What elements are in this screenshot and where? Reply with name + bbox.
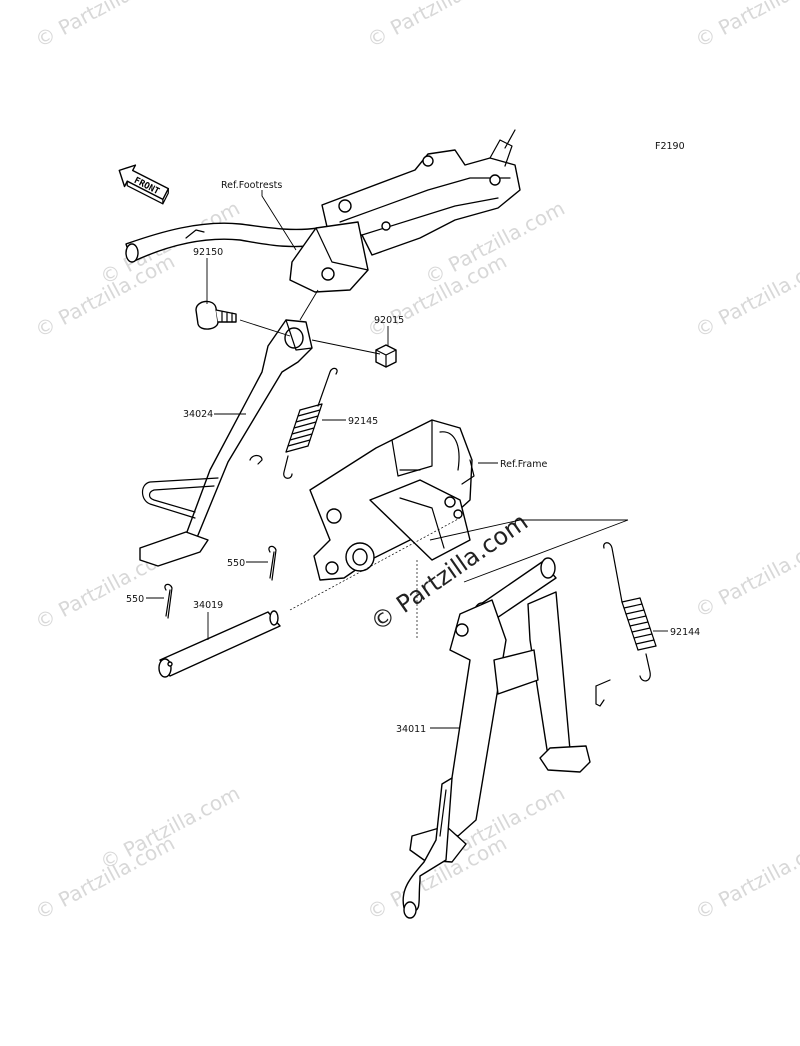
watermark: © Partzilla.com [31,831,179,925]
main-stand-34011 [402,557,611,919]
label-34011: 34011 [396,724,426,735]
part-labels: Ref.Footrests 92150 92015 34024 92145 Re… [126,180,700,735]
watermark: © Partzilla.com [363,0,511,52]
cotter-pin-550-a [268,545,277,581]
leader-lines [146,190,668,729]
label-ref-footrests: Ref.Footrests [221,180,282,191]
label-550-b: 550 [126,594,144,605]
watermark: © Partzilla.com [691,0,800,52]
front-arrow-icon: FRONT [118,164,170,205]
label-34019: 34019 [193,600,223,611]
label-92015: 92015 [374,315,404,326]
watermark: © Partzilla.com [691,249,800,343]
cotter-pin-550-b [164,583,173,619]
label-92145: 92145 [348,416,378,427]
side-stand-34024 [139,319,313,567]
label-550-a: 550 [227,558,245,569]
bolt-92150 [195,300,237,330]
pivot-shaft-34019 [158,610,281,678]
spring-92144 [603,542,657,682]
watermark: © Partzilla.com [31,0,179,52]
diagram-code: F2190 [655,141,685,152]
frame-reference [309,419,475,581]
label-34024: 34024 [183,409,213,420]
label-ref-frame: Ref.Frame [500,459,547,470]
watermark: © Partzilla.com [691,831,800,925]
label-92144: 92144 [670,627,700,638]
guide-line [289,517,461,611]
label-92150: 92150 [193,247,223,258]
nut-92015 [375,344,397,368]
watermark: © Partzilla.com [691,529,800,623]
footrest-bracket [125,129,521,293]
spring-92145 [283,367,338,479]
